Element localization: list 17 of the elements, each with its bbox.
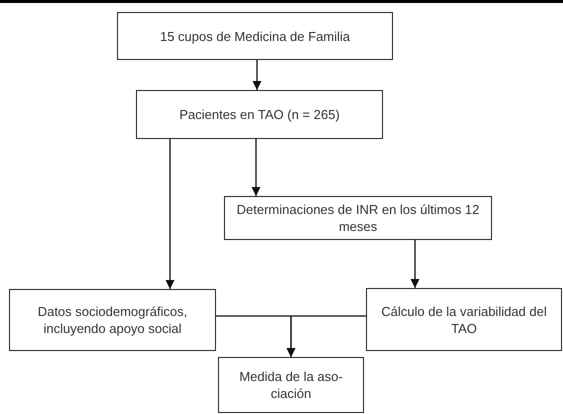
process-box (218, 357, 364, 413)
arrow (286, 315, 366, 357)
process-box (117, 12, 393, 60)
arrow (410, 240, 420, 288)
process-box (9, 289, 216, 351)
arrow (166, 139, 174, 289)
box-text: 15 cupos de Medicina de Familia (160, 28, 350, 44)
box-text: Datos sociodemográficos, incluyendo apoyo social (36, 303, 188, 337)
process-box (224, 196, 492, 240)
arrow (252, 60, 262, 90)
box-text: Cálculo de la variabilidad del TAO (380, 302, 548, 336)
box-text: Pacientes en TAO (n = 265) (179, 106, 340, 123)
box-text: Determinaciones de INR en los últimos 12 meses (236, 201, 480, 235)
box-text: Medida de la aso- ciación (239, 368, 343, 402)
process-box (136, 90, 383, 139)
process-box (366, 288, 562, 351)
arrow (252, 139, 260, 196)
